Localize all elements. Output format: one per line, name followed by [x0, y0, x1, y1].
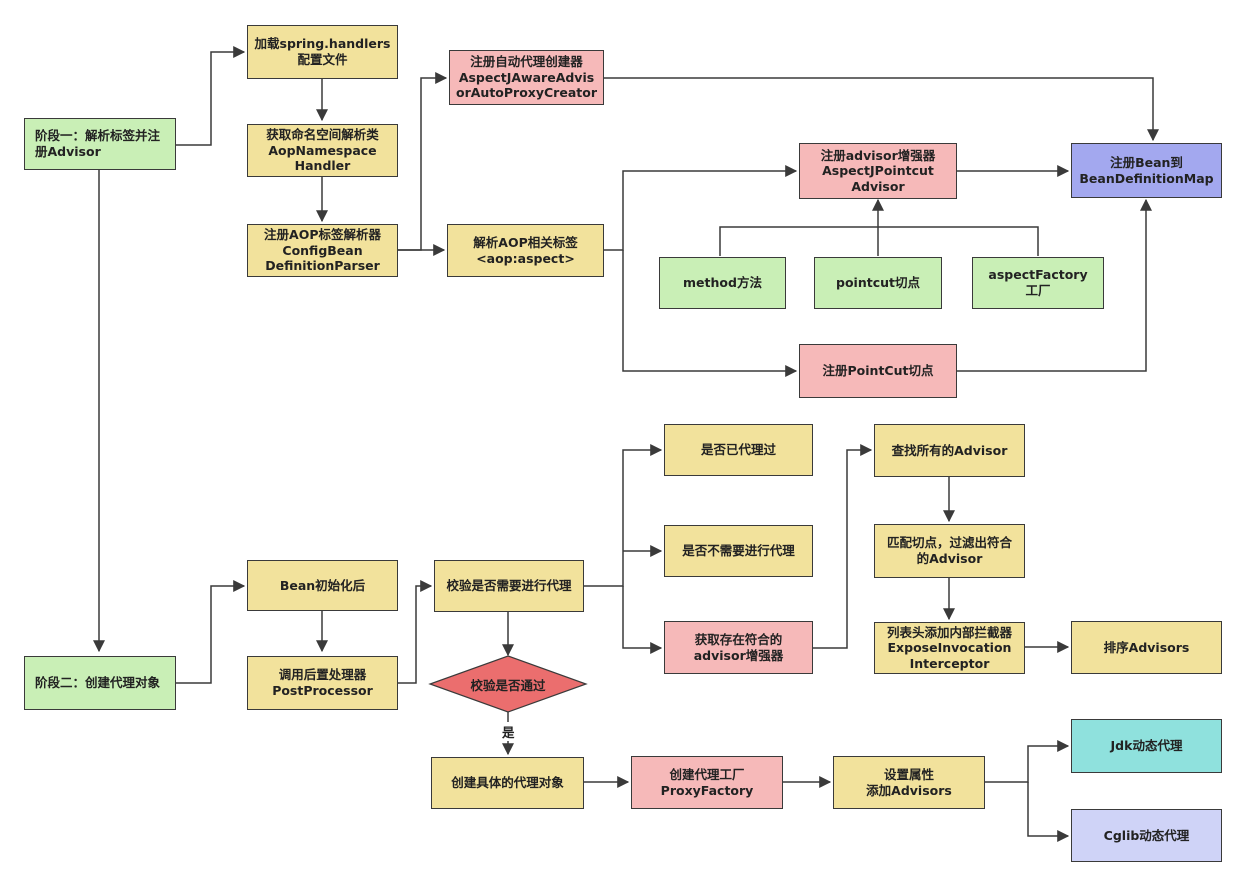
get-namespace-handler-box: 获取命名空间解析类 AopNamespace Handler [247, 124, 398, 177]
check-pass-diamond: 校验是否通过 [470, 677, 546, 693]
parse-aop-tag-box: 解析AOP相关标签 <aop:aspect> [447, 224, 604, 277]
yes-label: 是 [500, 722, 517, 741]
register-parser-box: 注册AOP标签解析器 ConfigBean DefinitionParser [247, 224, 398, 277]
stage1-box: 阶段一：解析标签并注 册Advisor [24, 118, 176, 170]
pointcut-box: pointcut切点 [814, 257, 942, 309]
aspect-factory-box: aspectFactory 工厂 [972, 257, 1104, 309]
create-proxy-factory-box: 创建代理工厂 ProxyFactory [631, 756, 783, 809]
method-box: method方法 [659, 257, 786, 309]
edge-autoproxy-beandef [604, 77, 1159, 142]
register-bean-definition-box: 注册Bean到 BeanDefinitionMap [1071, 143, 1222, 198]
register-auto-proxy-box: 注册自动代理创建器 AspectJAwareAdvis orAutoProxyC… [449, 50, 604, 105]
call-post-processor-box: 调用后置处理器 PostProcessor [247, 656, 398, 710]
jdk-proxy-box: Jdk动态代理 [1071, 719, 1222, 773]
edge-parsetag-pointcut [622, 250, 798, 377]
check-need-proxy-box: 校验是否需要进行代理 [434, 560, 584, 612]
stage2-box: 阶段二：创建代理对象 [24, 656, 176, 710]
add-interceptor-box: 列表头添加内部拦截器 ExposeInvocation Interceptor [874, 622, 1025, 674]
edge-stage2-init [176, 580, 246, 684]
already-proxied-box: 是否已代理过 [664, 424, 813, 476]
register-pointcut-box: 注册PointCut切点 [799, 344, 957, 398]
register-advisor-box: 注册advisor增强器 AspectJPointcut Advisor [799, 143, 957, 199]
get-advisors-box: 获取存在符合的 advisor增强器 [664, 621, 813, 674]
sort-advisors-box: 排序Advisors [1071, 621, 1222, 674]
cglib-proxy-box: Cglib动态代理 [1071, 809, 1222, 862]
edge-getadvisors-findall [813, 444, 873, 649]
load-handlers-box: 加载spring.handlers 配置文件 [247, 25, 398, 79]
bean-init-box: Bean初始化后 [247, 560, 398, 611]
set-properties-box: 设置属性 添加Advisors [833, 756, 985, 809]
find-all-advisors-box: 查找所有的Advisor [874, 424, 1025, 477]
edge-parser-autoproxy [398, 72, 448, 251]
edge-parsetag-advisor [604, 165, 798, 251]
edge-method-advisor [719, 226, 1039, 256]
edge-props-cglib [1027, 782, 1070, 842]
edge-stage1-load [176, 46, 246, 146]
no-need-proxy-box: 是否不需要进行代理 [664, 525, 813, 577]
edge-pointcut-beandef [957, 198, 1152, 372]
create-proxy-box: 创建具体的代理对象 [431, 757, 584, 809]
edge-check-already [584, 444, 663, 587]
edge-props-jdk [985, 740, 1070, 783]
edge-check-getadvisors [622, 586, 663, 654]
edge-post-check [398, 580, 433, 684]
check-pass-diamond-shape [428, 655, 588, 713]
match-filter-box: 匹配切点，过滤出符合 的Advisor [874, 524, 1025, 578]
